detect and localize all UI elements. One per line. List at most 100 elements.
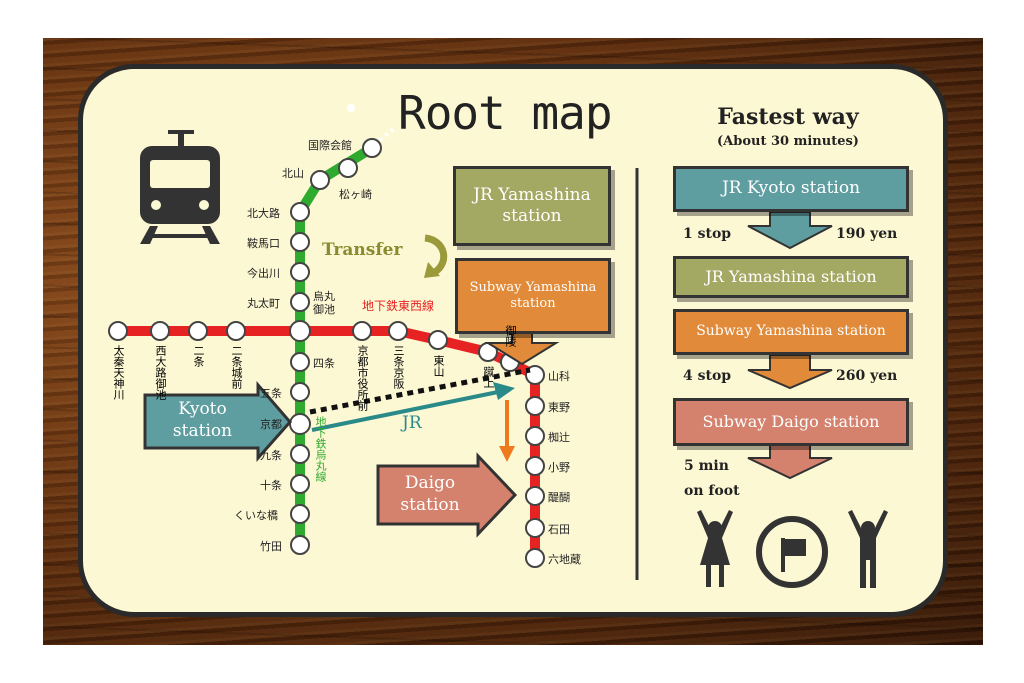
label-uzumasa-tenjingawa: 太秦天神川 bbox=[112, 345, 125, 400]
label-keage: 蹴上 bbox=[482, 366, 495, 388]
station-marutamachi[interactable] bbox=[290, 292, 310, 312]
label-rokujizo: 六地蔵 bbox=[548, 553, 581, 566]
daigo-line1: Daigo bbox=[404, 473, 456, 493]
label-nijo: 二条 bbox=[192, 345, 205, 367]
station-kyoto[interactable] bbox=[289, 413, 311, 435]
transfer-icon bbox=[424, 234, 448, 275]
step-subway-daigo[interactable]: Subway Daigo station bbox=[673, 398, 909, 446]
label-takeda: 竹田 bbox=[260, 540, 282, 553]
station-shiyakusho-mae[interactable] bbox=[352, 321, 372, 341]
jr-label: JR bbox=[402, 413, 422, 433]
step-arrow-3 bbox=[747, 443, 833, 480]
karasuma-extension bbox=[378, 126, 397, 142]
subway-yamashina-line1: Subway Yamashina bbox=[469, 279, 597, 295]
jr-yamashina-box[interactable]: JR Yamashina station bbox=[453, 166, 611, 246]
segment2-stops: 4 stop bbox=[683, 368, 732, 384]
station-ono[interactable] bbox=[525, 456, 545, 476]
station-yamashina[interactable] bbox=[525, 365, 545, 385]
station-kuinabashi[interactable] bbox=[290, 504, 310, 524]
station-karasuma-oike[interactable] bbox=[289, 320, 311, 342]
label-nishioji-oike: 西大路御池 bbox=[154, 345, 167, 400]
label-kyoto: 京都 bbox=[260, 418, 282, 431]
label-sanjo-keihan: 三条京阪 bbox=[392, 345, 405, 389]
kyoto-station-box[interactable] bbox=[143, 380, 292, 462]
orange-arrow-head bbox=[499, 446, 515, 462]
label-shijo: 四条 bbox=[313, 357, 335, 370]
station-uzumasa-tenjingawa[interactable] bbox=[108, 321, 128, 341]
label-karasuma-oike: 烏丸御池 bbox=[313, 290, 335, 317]
station-shijo[interactable] bbox=[290, 352, 310, 372]
daigo-line2: station bbox=[400, 495, 460, 516]
label-kuinabashi: くいな橋 bbox=[234, 509, 278, 522]
label-imadegawa: 今出川 bbox=[247, 267, 280, 280]
step-arrow-2 bbox=[747, 354, 833, 390]
label-kokusaikaikan: 国際会館 bbox=[308, 139, 352, 152]
kyoto-label: Kyoto station bbox=[150, 398, 255, 442]
station-sanjo-keihan[interactable] bbox=[388, 321, 408, 341]
station-gojo[interactable] bbox=[290, 382, 310, 402]
segment1-stops: 1 stop bbox=[683, 226, 732, 242]
station-nishioji-oike[interactable] bbox=[150, 321, 170, 341]
station-higashino[interactable] bbox=[525, 396, 545, 416]
fastest-title: Fastest way bbox=[717, 104, 859, 130]
transfer-arrow-head bbox=[424, 262, 440, 278]
station-kitayama[interactable] bbox=[310, 170, 330, 190]
kyoto-line2: station bbox=[172, 421, 233, 442]
station-kokusaikaikan[interactable] bbox=[362, 138, 382, 158]
station-imadegawa[interactable] bbox=[290, 262, 310, 282]
step-subway-yamashina[interactable]: Subway Yamashina station bbox=[673, 309, 909, 355]
label-ono: 小野 bbox=[548, 461, 570, 474]
daigo-station-box[interactable] bbox=[376, 452, 518, 538]
step-jr-kyoto[interactable]: JR Kyoto station bbox=[673, 166, 909, 212]
label-nijojo-mae: 二条城前 bbox=[230, 345, 243, 389]
title-dot bbox=[347, 104, 355, 112]
label-shiyakusho-mae: 京都市役所前 bbox=[356, 345, 369, 411]
label-kitaoji: 北大路 bbox=[247, 207, 280, 220]
station-nijojo-mae[interactable] bbox=[226, 321, 246, 341]
segment2-fare: 260 yen bbox=[836, 368, 898, 384]
station-kitaoji[interactable] bbox=[290, 202, 310, 222]
station-kuramaguchi[interactable] bbox=[290, 232, 310, 252]
station-kujo[interactable] bbox=[290, 444, 310, 464]
station-nijo[interactable] bbox=[188, 321, 208, 341]
kyoto-line1: Kyoto bbox=[178, 399, 227, 419]
label-matsugasaki: 松ヶ崎 bbox=[339, 188, 372, 201]
station-rokujizo[interactable] bbox=[525, 548, 545, 568]
flag-icon bbox=[756, 516, 828, 588]
label-yamashina: 山科 bbox=[548, 370, 570, 383]
train-icon bbox=[140, 130, 220, 244]
daigo-label: Daigo station bbox=[380, 472, 480, 516]
station-ishida[interactable] bbox=[525, 518, 545, 538]
fastest-subtitle: (About 30 minutes) bbox=[717, 134, 859, 149]
label-higashino: 東野 bbox=[548, 401, 570, 414]
label-kuramaguchi: 鞍馬口 bbox=[247, 237, 280, 250]
label-marutamachi: 丸太町 bbox=[247, 297, 280, 310]
page-title: Root map bbox=[398, 86, 613, 140]
label-higashiyama: 東山 bbox=[432, 355, 445, 377]
station-takeda[interactable] bbox=[290, 535, 310, 555]
label-daigo: 醍醐 bbox=[548, 491, 570, 504]
station-nagitsuji[interactable] bbox=[525, 426, 545, 446]
station-jujo[interactable] bbox=[290, 474, 310, 494]
station-higashiyama[interactable] bbox=[428, 330, 448, 350]
label-jujo: 十条 bbox=[260, 479, 282, 492]
tozai-line-label: 地下鉄東西線 bbox=[362, 299, 435, 313]
jr-yamashina-line1: JR Yamashina bbox=[473, 184, 591, 205]
jr-dotted-line bbox=[309, 367, 531, 415]
man-icon bbox=[848, 510, 888, 588]
station-daigo[interactable] bbox=[525, 486, 545, 506]
segment3-walk2: on foot bbox=[684, 483, 740, 499]
jr-arrow-head bbox=[493, 382, 515, 400]
label-misasagi: 御陵 bbox=[504, 325, 517, 347]
step-arrow-1 bbox=[747, 211, 833, 250]
station-matsugasaki[interactable] bbox=[338, 158, 358, 178]
transfer-label: Transfer bbox=[322, 240, 403, 260]
label-kitayama: 北山 bbox=[282, 167, 304, 180]
step-jr-yamashina[interactable]: JR Yamashina station bbox=[673, 256, 909, 298]
subway-yamashina-box[interactable]: Subway Yamashina station bbox=[455, 258, 611, 334]
label-gojo: 五条 bbox=[260, 387, 282, 400]
karasuma-line-label: 地下鉄烏丸線 bbox=[314, 416, 327, 482]
jr-yamashina-line2: station bbox=[502, 206, 562, 226]
label-kujo: 九条 bbox=[260, 449, 282, 462]
